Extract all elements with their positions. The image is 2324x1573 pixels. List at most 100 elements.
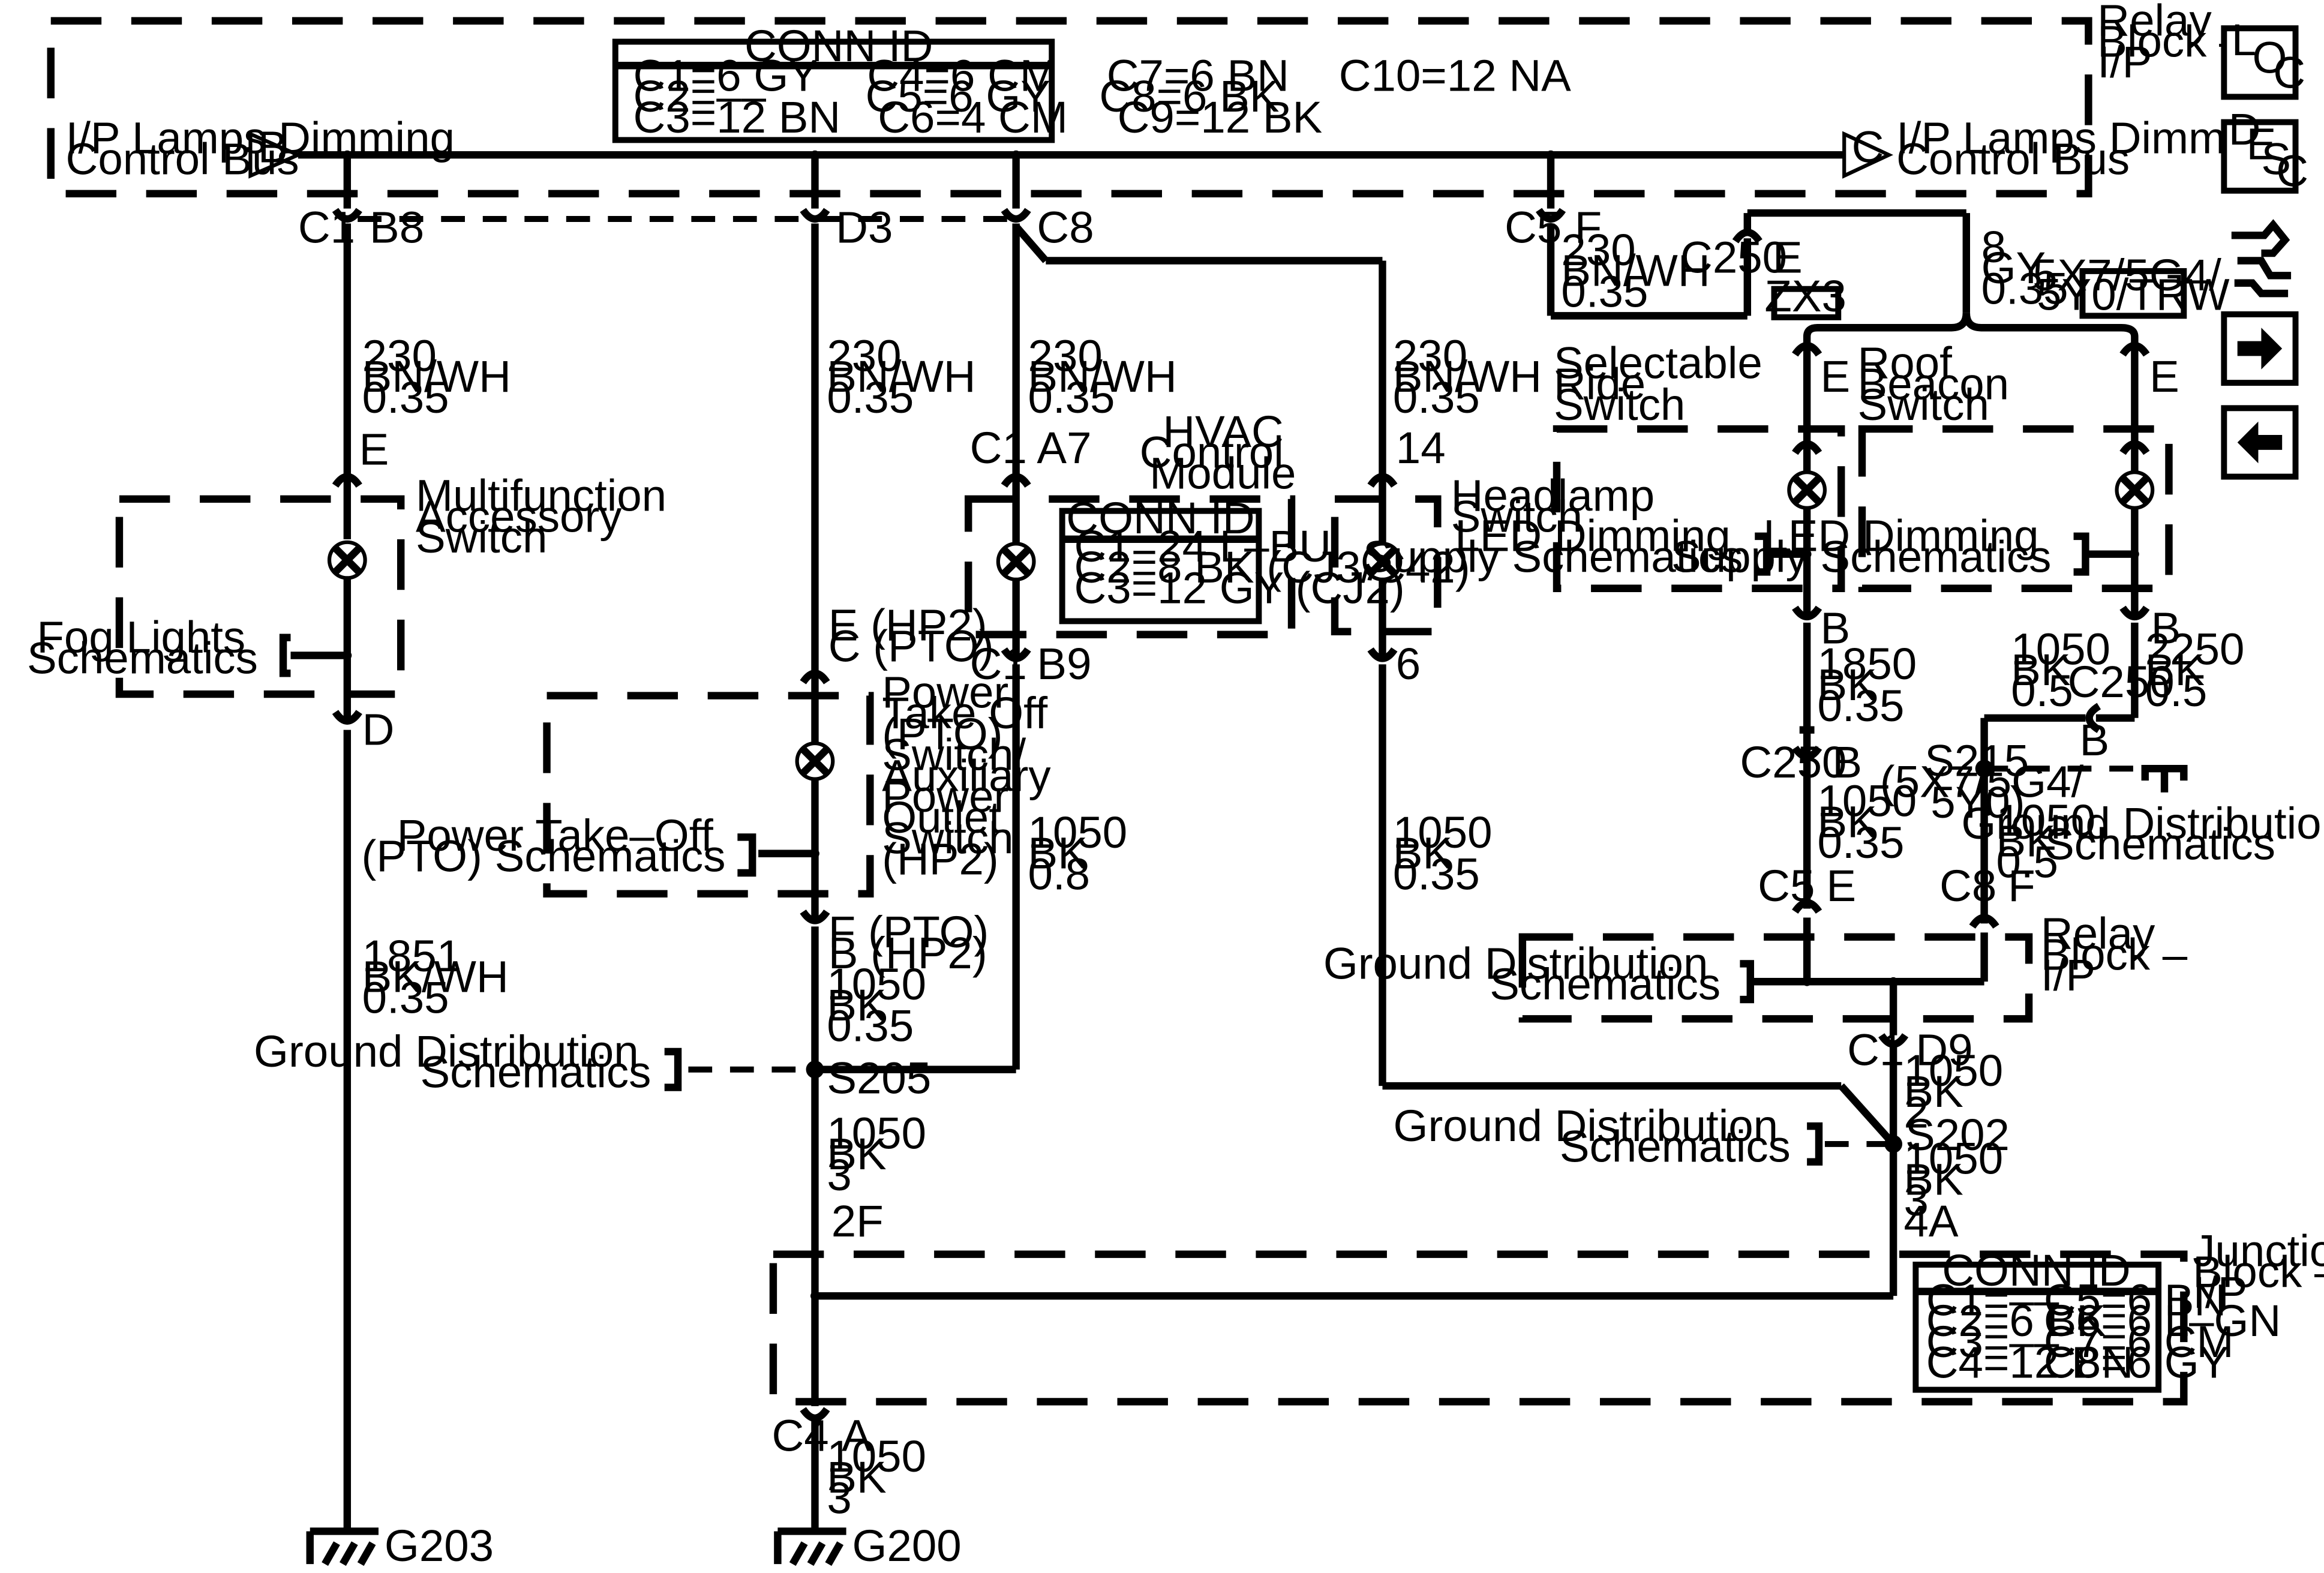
relay-block-title: Relay Block – I/P <box>2097 0 2256 87</box>
svg-text:G200: G200 <box>852 1521 962 1571</box>
multifunction-accessory-switch: Fog Lights Schematics <box>27 473 405 725</box>
conn-id-table-top: CONN ID C1=6 GY C4=6 CM C7=6 BN C10=12 N… <box>612 21 1572 143</box>
svg-text:E: E <box>2149 352 2179 401</box>
pto-bottom-pin: F (PTO) B (HP2) <box>828 907 1001 978</box>
option-5x7: 5X7/5G4/ 5Y0/TRW <box>2032 250 2230 319</box>
svg-text:C250: C250 <box>2068 657 2175 707</box>
roof-beacon-switch: LED Dimming Supply Schematics <box>1671 425 2173 621</box>
wire-label-1050-hl: 1050 BK 0.35 <box>1393 807 1505 899</box>
bus-label-right: I/P Lamps Dimming Control Bus <box>1896 113 2298 184</box>
selectable-ride-switch: LED Dimming Supply Schematics <box>1363 425 1845 621</box>
connector-cups-top <box>332 208 1566 223</box>
wire-label-1850: 1850 BK 0.35 <box>1818 639 1929 731</box>
wire-label-1050-s215-top: 1050 BK 0.5 <box>2011 624 2122 716</box>
wire-label-230-d3: 230 BN/WH 0.35 <box>827 331 988 422</box>
pto-label: Power Take Off (PTO) Switch/ Auxiliary P… <box>882 667 1063 884</box>
wire-label-230-hl: 230 BN/WH 0.35 <box>1393 331 1554 422</box>
wire-label-1050-s202a: 1050 BK 2 <box>1904 1046 2016 1137</box>
svg-text:C5=6 BN C6=6 L–GN: C5=6 BN C6=6 L–GN C7=6 CM C8=6 GY <box>2044 1275 2293 1387</box>
svg-text:2F: 2F <box>831 1196 884 1246</box>
svg-text:6: 6 <box>1396 639 1421 689</box>
wire-label-1050-hvac: 1050 BK 0.8 <box>1028 807 1140 899</box>
svg-text:C: C <box>1852 122 1884 172</box>
beacon-led-ref: LED Dimming Supply Schematics <box>1671 511 2051 582</box>
wire-label-230-c8: 230 BN/WH 0.35 <box>1028 331 1190 422</box>
svg-text:C250: C250 <box>1740 737 1846 787</box>
beacon-switch-label: Roof Beacon Switch <box>1858 338 2022 430</box>
ground-ref-relay: Ground Distribution Schematics <box>1323 938 1721 1009</box>
svg-text:E: E <box>1826 861 1856 911</box>
splice-s202 <box>1884 1135 1903 1153</box>
harness-icon[interactable] <box>2231 219 2292 298</box>
svg-text:CONN ID: CONN ID <box>1066 493 1254 543</box>
pin-b8: B8 <box>370 203 424 253</box>
svg-text:B: B <box>258 122 288 172</box>
ground-ref-s215: Ground Distribution Schematics <box>1961 798 2324 869</box>
svg-text:B: B <box>2080 715 2110 765</box>
svg-text:E: E <box>1773 232 1803 282</box>
wire-label-2250: 2250 BK 0.5 <box>2145 624 2257 716</box>
wire-label-1050-pto: 1050 BK 0.35 <box>827 959 938 1051</box>
fog-lights-ref: Fog Lights Schematics <box>27 613 258 683</box>
wire-label-1050-c250: 1050 BK 0.35 <box>1818 776 1929 868</box>
svg-text:C1=6 GY C4=6 CM C7=6 BN: C1=6 GY C4=6 CM C7=6 BN C10=12 NA <box>633 50 1572 100</box>
svg-text:C3=12 BN C6=4 CM C9=12 BK: C3=12 BN C6=4 CM C9=12 BK <box>633 92 1323 142</box>
headlamp-label: Headlamp Switch <box>1451 471 1667 542</box>
ground-ref-left: Ground Distribution Schematics <box>254 1026 651 1097</box>
relay-block-mid-title: Relay Block – I/P <box>2041 909 2200 1001</box>
svg-text:B9: B9 <box>1037 639 1091 689</box>
junction-block-title: Junction Block – I/P <box>2193 1226 2324 1318</box>
pin-d3: D3 <box>836 203 893 253</box>
svg-text:C250: C250 <box>1680 232 1787 282</box>
ride-switch-label: Selectable Ride Switch <box>1554 338 1774 430</box>
svg-text:S: S <box>2261 134 2291 184</box>
svg-text:ZX3: ZX3 <box>1764 271 1846 321</box>
svg-text:D9: D9 <box>1915 1025 1972 1074</box>
svg-text:G203: G203 <box>385 1521 494 1571</box>
svg-text:S202: S202 <box>1905 1110 2010 1160</box>
svg-text:CONN ID: CONN ID <box>744 21 933 71</box>
svg-text:L: L <box>2232 15 2256 65</box>
wire-label-8-gy: 8 GY 0.35 <box>1981 222 2068 314</box>
ground-g200: G200 <box>774 1521 962 1571</box>
wire-label-1050-s205: 1050 BK 3 <box>827 1108 938 1200</box>
svg-text:O: O <box>2253 33 2287 83</box>
svg-text:C4: C4 <box>771 1410 828 1460</box>
junction-block: CONN ID C1=–– C2=6 BK C3=–– C4=12 BN C5=… <box>769 1245 2293 1406</box>
svg-text:E: E <box>1820 352 1850 401</box>
svg-text:B: B <box>2151 604 2181 653</box>
svg-text:D: D <box>362 704 395 754</box>
bus-label-left: I/P Lamps Dimming Control Bus <box>66 113 467 184</box>
svg-text:C8: C8 <box>1939 861 1996 911</box>
svg-text:C2=–– C5=6 GY C8=6 B: C2=–– C5=6 GY C8=6 BK <box>633 71 1280 121</box>
wire-label-230-b8: 230 BN/WH 0.35 <box>362 331 524 422</box>
svg-text:S205: S205 <box>827 1053 931 1103</box>
svg-text:A7: A7 <box>1037 423 1091 473</box>
svg-text:C3=12 GY (CJ2): C3=12 GY (CJ2) <box>1074 563 1405 613</box>
arrow-left-icon[interactable] <box>2221 405 2299 480</box>
svg-text:C5: C5 <box>1758 861 1815 911</box>
hvac-control-module: CONN ID C1=24 L–BU C2=8 BK (CJ3/C42) C3=… <box>965 473 1470 662</box>
option-zx3: ZX3 <box>1764 271 1846 321</box>
svg-text:C2=8 BK (CJ3/C42): C2=8 BK (CJ3/C42) <box>1074 542 1470 592</box>
wire-label-1050-g200: 1050 BK 3 <box>827 1431 938 1523</box>
wire-label-230-c5: 230 BN/WH 0.35 <box>1561 225 1722 317</box>
s215-option: (5X7/5G4/ 5Y0) <box>1880 757 2096 827</box>
wire-label-1050-s202b: 1050 BK 3 <box>1904 1134 2016 1226</box>
svg-text:C1=–– C2=6 BK C3=–: C1=–– C2=6 BK C3=–– C4=12 BN <box>1926 1275 2134 1387</box>
svg-text:B: B <box>1820 604 1850 653</box>
hvac-label: HVAC Control Module <box>1140 407 1296 499</box>
pin-f: F <box>1575 203 1602 253</box>
arrow-right-icon[interactable] <box>2221 311 2299 386</box>
headlamp-switch <box>1331 473 1442 662</box>
ground-g203: G203 <box>306 1521 494 1571</box>
svg-text:C: C <box>2276 146 2308 196</box>
desc-button[interactable]: D E S C <box>2221 104 2308 196</box>
svg-text:4A: 4A <box>1904 1196 1959 1246</box>
loc-button[interactable]: L O C <box>2221 15 2305 100</box>
svg-text:D: D <box>2229 104 2261 154</box>
wire-label-1050-s215: 1050 BK 0.5 <box>1996 795 2107 887</box>
multifunction-label: Multifunction Accessory Switch <box>416 471 679 563</box>
svg-text:E: E <box>2247 119 2277 169</box>
wire-label-1851: 1851 BK/WH 0.35 <box>362 931 521 1023</box>
